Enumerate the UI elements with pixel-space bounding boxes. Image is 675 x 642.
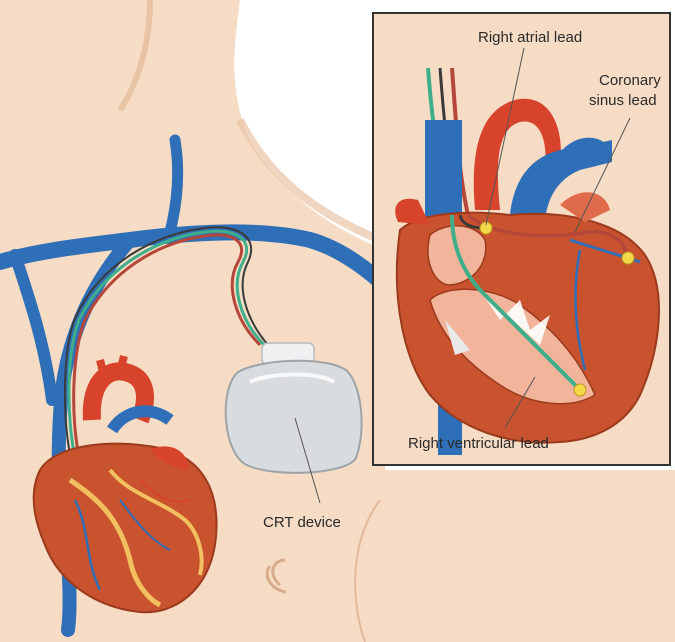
inset-panel: Right atrial lead Coronary sinus lead Ri… — [373, 13, 670, 465]
right-ventricular-lead-label: Right ventricular lead — [408, 435, 549, 452]
right-atrial-lead-label: Right atrial lead — [478, 29, 582, 46]
inset-cs-electrode — [622, 252, 634, 264]
aortic-branch-1 — [100, 360, 104, 376]
crt-device-label: CRT device — [263, 514, 341, 531]
inset-vena-cava — [425, 120, 462, 220]
coronary-sinus-lead-label-line1: Coronary — [599, 72, 661, 89]
device-body — [226, 361, 362, 473]
coronary-sinus-lead-label-line2: sinus lead — [589, 92, 657, 109]
aortic-branch-2 — [120, 356, 124, 372]
inset-rv-electrode — [574, 384, 586, 396]
